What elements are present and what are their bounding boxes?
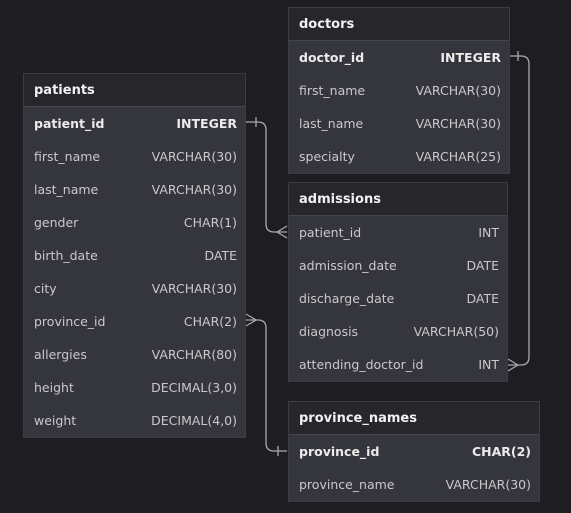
column-type: CHAR(1) — [183, 215, 237, 230]
table-admissions[interactable]: admissions patient_id INT admission_date… — [288, 182, 508, 382]
column-row: attending_doctor_id INT — [289, 348, 507, 381]
column-name: specialty — [299, 149, 355, 164]
table-patients[interactable]: patients patient_id INTEGER first_name V… — [23, 73, 246, 438]
column-name: doctor_id — [299, 50, 365, 65]
column-row: last_name VARCHAR(30) — [24, 173, 245, 206]
column-name: gender — [34, 215, 79, 230]
column-name: birth_date — [34, 248, 98, 263]
column-type: VARCHAR(30) — [151, 182, 237, 197]
column-type: VARCHAR(30) — [415, 116, 501, 131]
column-type: VARCHAR(25) — [415, 149, 501, 164]
column-name: province_name — [299, 477, 395, 492]
column-type: DATE — [204, 248, 237, 263]
column-name: allergies — [34, 347, 87, 362]
column-row: province_id CHAR(2) — [24, 305, 245, 338]
column-type: INT — [478, 357, 499, 372]
column-row: allergies VARCHAR(80) — [24, 338, 245, 371]
column-type: CHAR(2) — [183, 314, 237, 329]
column-row: province_id CHAR(2) — [289, 435, 539, 468]
column-name: first_name — [299, 83, 366, 98]
column-row: admission_date DATE — [289, 249, 507, 282]
link-patients-admissions — [246, 121, 287, 233]
many-marker — [245, 313, 258, 327]
column-type: DATE — [466, 258, 499, 273]
column-type: CHAR(2) — [471, 444, 531, 459]
column-row: weight DECIMAL(4,0) — [24, 404, 245, 437]
column-row: gender CHAR(1) — [24, 206, 245, 239]
column-row: patient_id INT — [289, 216, 507, 249]
column-name: attending_doctor_id — [299, 357, 424, 372]
column-type: DECIMAL(3,0) — [151, 380, 237, 395]
column-type: INTEGER — [176, 116, 237, 131]
column-type: VARCHAR(30) — [151, 149, 237, 164]
column-name: discharge_date — [299, 291, 395, 306]
column-row: discharge_date DATE — [289, 282, 507, 315]
column-row: patient_id INTEGER — [24, 107, 245, 140]
column-row: diagnosis VARCHAR(50) — [289, 315, 507, 348]
column-type: DATE — [466, 291, 499, 306]
column-row: height DECIMAL(3,0) — [24, 371, 245, 404]
column-name: patient_id — [299, 225, 362, 240]
column-name: province_id — [299, 444, 380, 459]
column-row: first_name VARCHAR(30) — [289, 74, 509, 107]
many-marker — [276, 225, 288, 239]
column-name: admission_date — [299, 258, 397, 273]
column-type: VARCHAR(30) — [415, 83, 501, 98]
column-name: first_name — [34, 149, 101, 164]
column-name: last_name — [299, 116, 364, 131]
column-row: province_name VARCHAR(30) — [289, 468, 539, 501]
column-type: VARCHAR(30) — [445, 477, 531, 492]
column-type: INTEGER — [440, 50, 501, 65]
table-title: patients — [24, 74, 245, 107]
column-row: last_name VARCHAR(30) — [289, 107, 509, 140]
column-name: weight — [34, 413, 77, 428]
column-type: VARCHAR(50) — [413, 324, 499, 339]
column-name: province_id — [34, 314, 106, 329]
column-row: doctor_id INTEGER — [289, 41, 509, 74]
table-title: doctors — [289, 8, 509, 41]
column-type: VARCHAR(30) — [151, 281, 237, 296]
column-name: last_name — [34, 182, 99, 197]
column-row: city VARCHAR(30) — [24, 272, 245, 305]
many-marker — [507, 358, 519, 372]
table-province-names[interactable]: province_names province_id CHAR(2) provi… — [288, 401, 540, 502]
column-type: DECIMAL(4,0) — [151, 413, 237, 428]
column-row: first_name VARCHAR(30) — [24, 140, 245, 173]
column-row: specialty VARCHAR(25) — [289, 140, 509, 173]
link-doctors-admissions — [508, 55, 530, 366]
column-type: INT — [478, 225, 499, 240]
column-row: birth_date DATE — [24, 239, 245, 272]
column-type: VARCHAR(80) — [151, 347, 237, 362]
column-name: patient_id — [34, 116, 105, 131]
table-doctors[interactable]: doctors doctor_id INTEGER first_name VAR… — [288, 7, 510, 174]
link-patients-province-names — [246, 319, 287, 452]
table-title: admissions — [289, 183, 507, 216]
column-name: diagnosis — [299, 324, 359, 339]
table-title: province_names — [289, 402, 539, 435]
column-name: city — [34, 281, 57, 296]
column-name: height — [34, 380, 74, 395]
